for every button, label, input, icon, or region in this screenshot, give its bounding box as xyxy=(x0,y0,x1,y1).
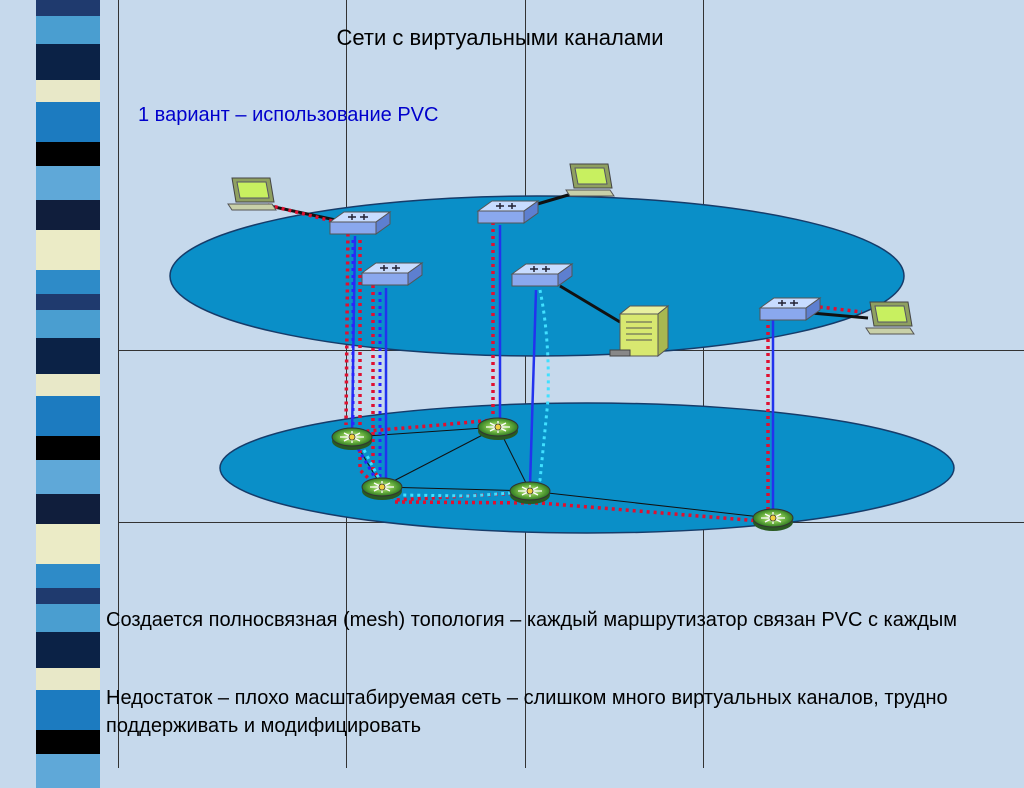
router-switch-icon xyxy=(759,297,821,321)
router-switch-icon xyxy=(329,211,391,235)
backbone-switch-icon xyxy=(752,508,794,532)
body-paragraph-disadvantage: Недостаток – плохо масштабируемая сеть –… xyxy=(106,687,948,737)
body-paragraph-topology: Создается полносвязная (mesh) топология … xyxy=(106,609,958,631)
backbone-switch-icon xyxy=(509,481,551,505)
router-switch-icon xyxy=(511,263,573,287)
slide: Сети с виртуальными каналами 1 вариант –… xyxy=(36,0,1024,788)
server-icon xyxy=(609,304,670,358)
computer-terminal-icon xyxy=(865,301,915,335)
computer-terminal-icon xyxy=(565,163,615,197)
grid-line xyxy=(703,0,704,768)
lower-network-plane xyxy=(219,402,955,534)
backbone-switch-icon xyxy=(477,417,519,441)
network-diagram xyxy=(169,163,955,534)
grid-line xyxy=(118,0,119,768)
decorative-stripe xyxy=(36,0,100,788)
slide-subtitle: 1 вариант – использование PVC xyxy=(138,104,439,126)
grid-line xyxy=(346,0,347,768)
router-switch-icon xyxy=(477,200,539,224)
backbone-switch-icon xyxy=(361,477,403,501)
slide-title: Сети с виртуальными каналами xyxy=(336,25,664,50)
computer-terminal-icon xyxy=(227,177,277,211)
pvc-blue-paths xyxy=(351,240,382,484)
router-switch-icon xyxy=(361,262,423,286)
access-links xyxy=(350,225,775,514)
grid-line xyxy=(525,0,526,768)
backbone-switch-icon xyxy=(331,427,373,451)
